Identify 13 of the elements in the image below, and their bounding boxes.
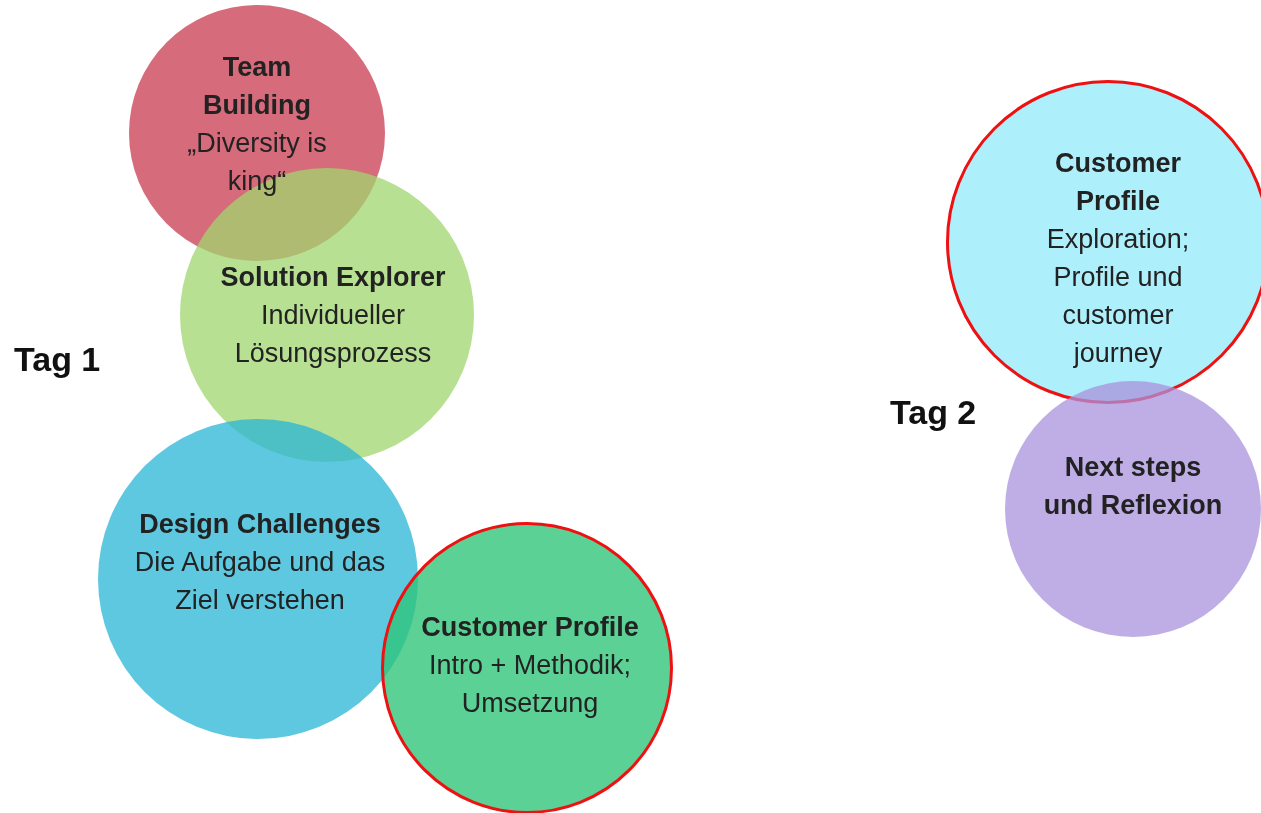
- circle-text: Exploration; Profile und customer journey: [1045, 223, 1191, 370]
- day-label: Tag 1: [14, 340, 101, 379]
- circle-text: Individueller Lösungsprozess: [233, 299, 433, 370]
- circle-heading: Solution Explorer: [219, 261, 447, 294]
- circle-heading: Customer Profile: [1054, 147, 1182, 218]
- day-label: Tag 2: [890, 393, 977, 432]
- circle-heading: Team Building: [202, 51, 312, 122]
- circle-heading: Next steps und Reflexion: [1042, 451, 1224, 522]
- circle-text: „Diversity is king“: [186, 127, 328, 198]
- circle-heading: Customer Profile: [420, 611, 640, 644]
- circle-text: Die Aufgabe und das Ziel verstehen: [133, 546, 387, 617]
- circle-heading: Design Challenges: [138, 508, 382, 541]
- circle-text: Intro + Methodik; Umsetzung: [428, 649, 632, 720]
